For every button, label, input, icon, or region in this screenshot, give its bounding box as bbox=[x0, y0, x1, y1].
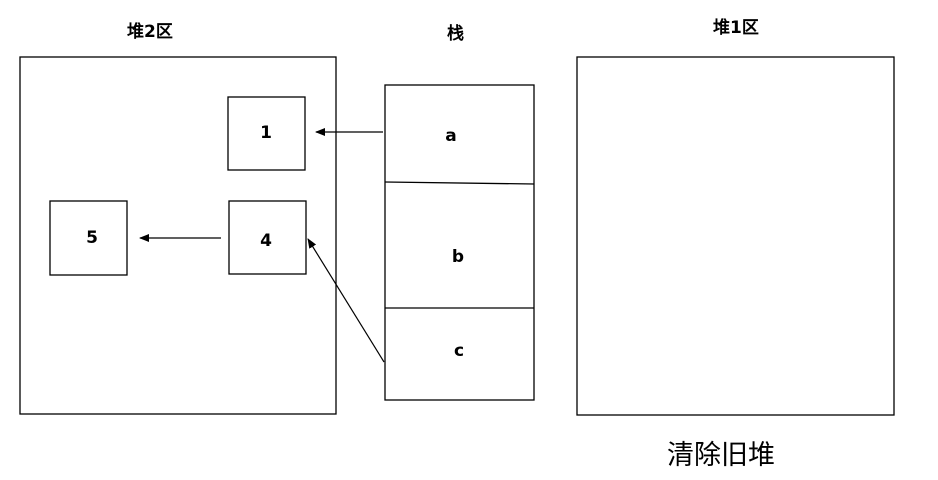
heap-object-4-box bbox=[228, 200, 307, 275]
heap-object-4-label: 4 bbox=[260, 231, 272, 251]
heap-object-5: 5 bbox=[49, 200, 128, 276]
heap-object-1-label: 1 bbox=[260, 123, 272, 143]
stack-frame bbox=[384, 84, 535, 401]
clear-old-heap-caption: 清除旧堆 bbox=[667, 440, 775, 471]
stack-slot-a: a bbox=[445, 126, 456, 146]
heap-object-4: 4 bbox=[228, 200, 307, 275]
heap-object-5-box bbox=[49, 200, 128, 276]
heap-object-5-label: 5 bbox=[86, 228, 98, 248]
heap-object-1-box bbox=[227, 96, 306, 171]
heap2-region bbox=[19, 56, 337, 415]
heap2-title: 堆2区 bbox=[127, 22, 173, 42]
stack-slot-c: c bbox=[454, 341, 464, 361]
stack-title: 栈 bbox=[447, 24, 464, 44]
arrow-c-to-4 bbox=[307, 238, 385, 363]
stack-divider-ab bbox=[384, 181, 535, 185]
heap1-title: 堆1区 bbox=[713, 18, 759, 38]
heap1-region bbox=[576, 56, 895, 416]
stack-slot-b: b bbox=[452, 247, 464, 267]
stack: a b c bbox=[384, 84, 535, 401]
heap-object-1: 1 bbox=[227, 96, 306, 171]
